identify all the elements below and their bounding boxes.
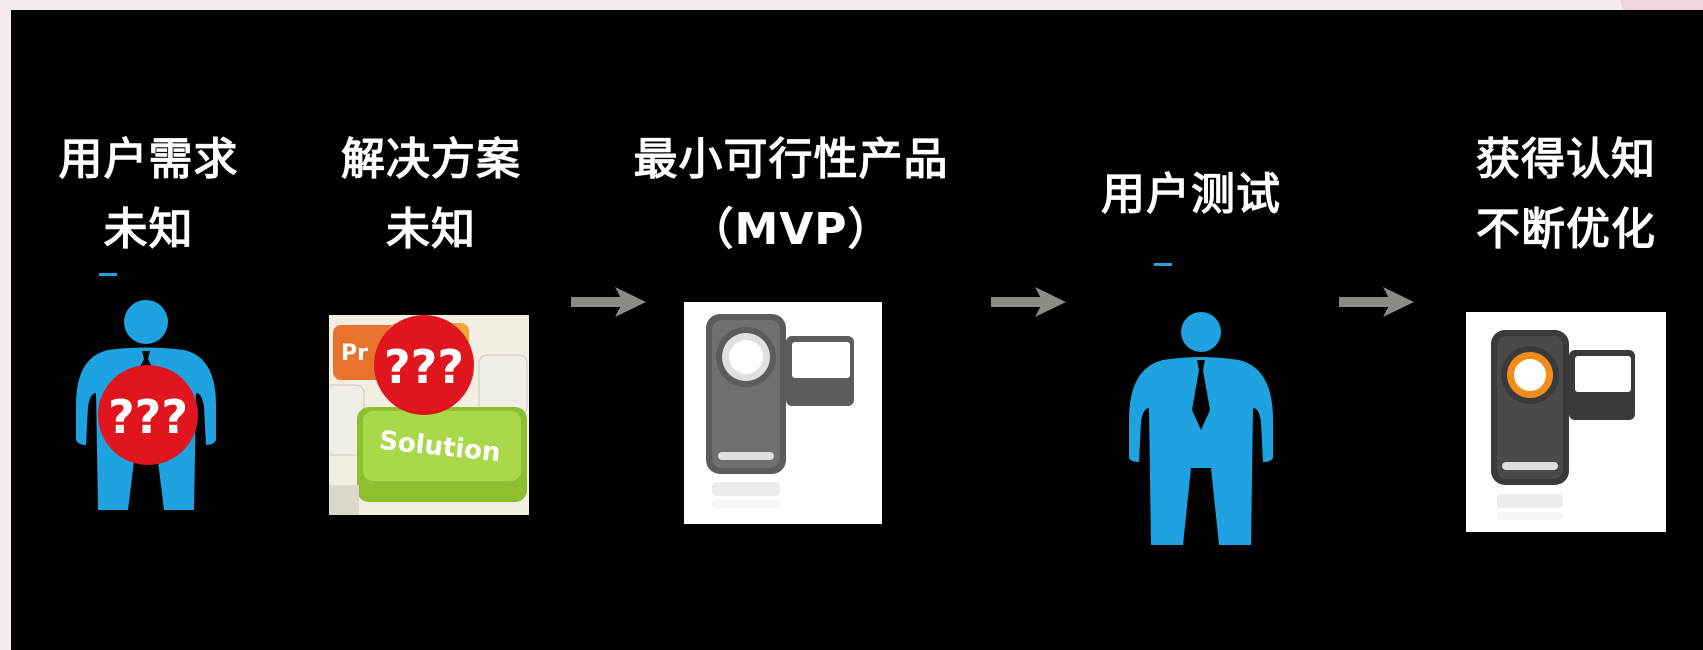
- arrow-right-icon: [571, 287, 646, 317]
- keyboard-question-icon: Pr Solution ???: [329, 315, 529, 515]
- step-5-line2: 不断优化: [1476, 204, 1656, 255]
- person-question-icon: ???: [76, 300, 216, 510]
- question-marks-text: ???: [384, 340, 464, 394]
- arrow-right-icon: [1339, 287, 1414, 317]
- step-2-line1: 解决方案: [341, 134, 521, 185]
- process-diagram-panel: 用户需求 未知 解决方案 未知 最小可行性产品 （MVP） 用户测试 获得认知 …: [11, 10, 1703, 650]
- camcorder-orange-icon: [1466, 312, 1666, 532]
- step-1-line2: 未知: [103, 204, 194, 255]
- step-5-line1: 获得认知: [1476, 134, 1656, 185]
- step-5-label: 获得认知 不断优化: [1451, 125, 1681, 265]
- step-4-label: 用户测试: [1081, 160, 1301, 230]
- arrow-right-icon: [991, 287, 1066, 317]
- step-1-label: 用户需求 未知: [31, 125, 266, 265]
- step-3-line1: 最小可行性产品: [633, 134, 949, 185]
- step-2-line2: 未知: [386, 204, 476, 255]
- step-3-label: 最小可行性产品 （MVP）: [611, 125, 971, 265]
- step-2-label: 解决方案 未知: [311, 125, 551, 265]
- camcorder-gray-icon: [684, 302, 882, 524]
- person-icon: [1129, 312, 1273, 545]
- decorative-dash: [99, 273, 117, 276]
- step-4-line1: 用户测试: [1101, 169, 1281, 220]
- question-marks-text: ???: [108, 390, 188, 444]
- step-1-line1: 用户需求: [58, 134, 239, 185]
- key-text-pr: Pr: [341, 341, 368, 366]
- decorative-dash: [1154, 263, 1172, 266]
- step-3-line2: （MVP）: [689, 204, 893, 255]
